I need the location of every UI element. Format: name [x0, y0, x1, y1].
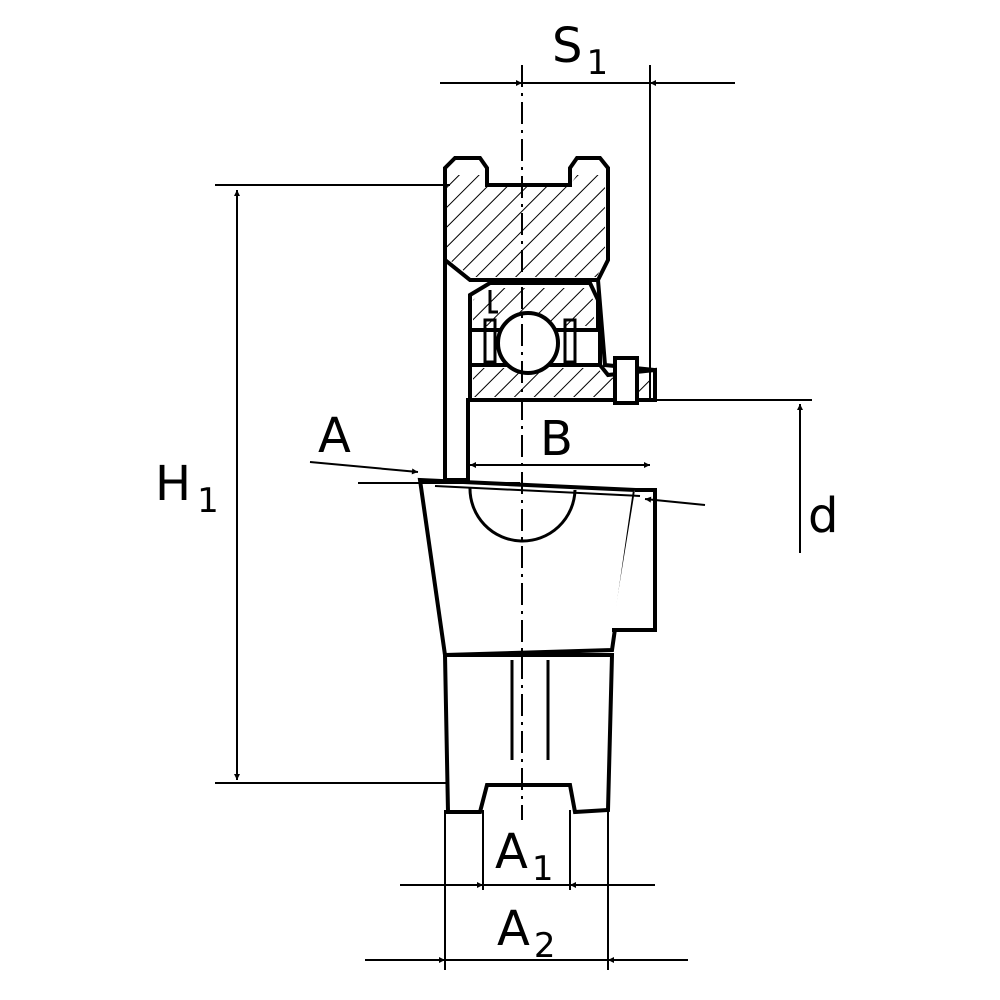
extension-lines	[215, 65, 812, 970]
dimension-lines	[234, 80, 803, 963]
label-b: B	[540, 411, 573, 467]
housing-body	[417, 156, 657, 815]
label-a: A	[318, 408, 351, 464]
label-d: d	[808, 488, 838, 544]
insert-bearing	[468, 281, 657, 405]
